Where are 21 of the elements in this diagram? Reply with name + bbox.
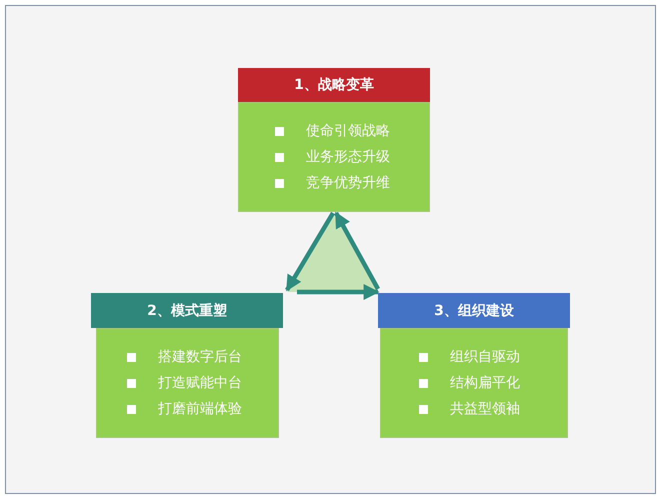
heading: 2、模式重塑 xyxy=(147,302,227,320)
content-box xyxy=(96,328,279,438)
title-band xyxy=(91,293,283,328)
list-item: 打磨前端体验 xyxy=(158,400,242,418)
list-item: 使命引领战略 xyxy=(306,122,390,140)
title-band xyxy=(238,68,430,102)
content-box xyxy=(380,328,568,438)
list-item: 共益型领袖 xyxy=(450,400,520,418)
list-item: 结构扁平化 xyxy=(450,374,520,392)
arrow xyxy=(297,284,380,300)
content-box xyxy=(238,102,430,212)
title-band xyxy=(378,293,570,328)
heading: 1、战略变革 xyxy=(294,76,374,94)
list-item: 打造赋能中台 xyxy=(158,374,242,392)
list-item: 竞争优势升维 xyxy=(306,174,390,192)
list-item: 搭建数字后台 xyxy=(158,348,242,366)
list-item: 业务形态升级 xyxy=(306,148,390,166)
heading: 3、组织建设 xyxy=(434,302,514,320)
arrow xyxy=(285,212,335,292)
list-item: 组织自驱动 xyxy=(450,348,520,366)
arrow xyxy=(334,212,380,290)
